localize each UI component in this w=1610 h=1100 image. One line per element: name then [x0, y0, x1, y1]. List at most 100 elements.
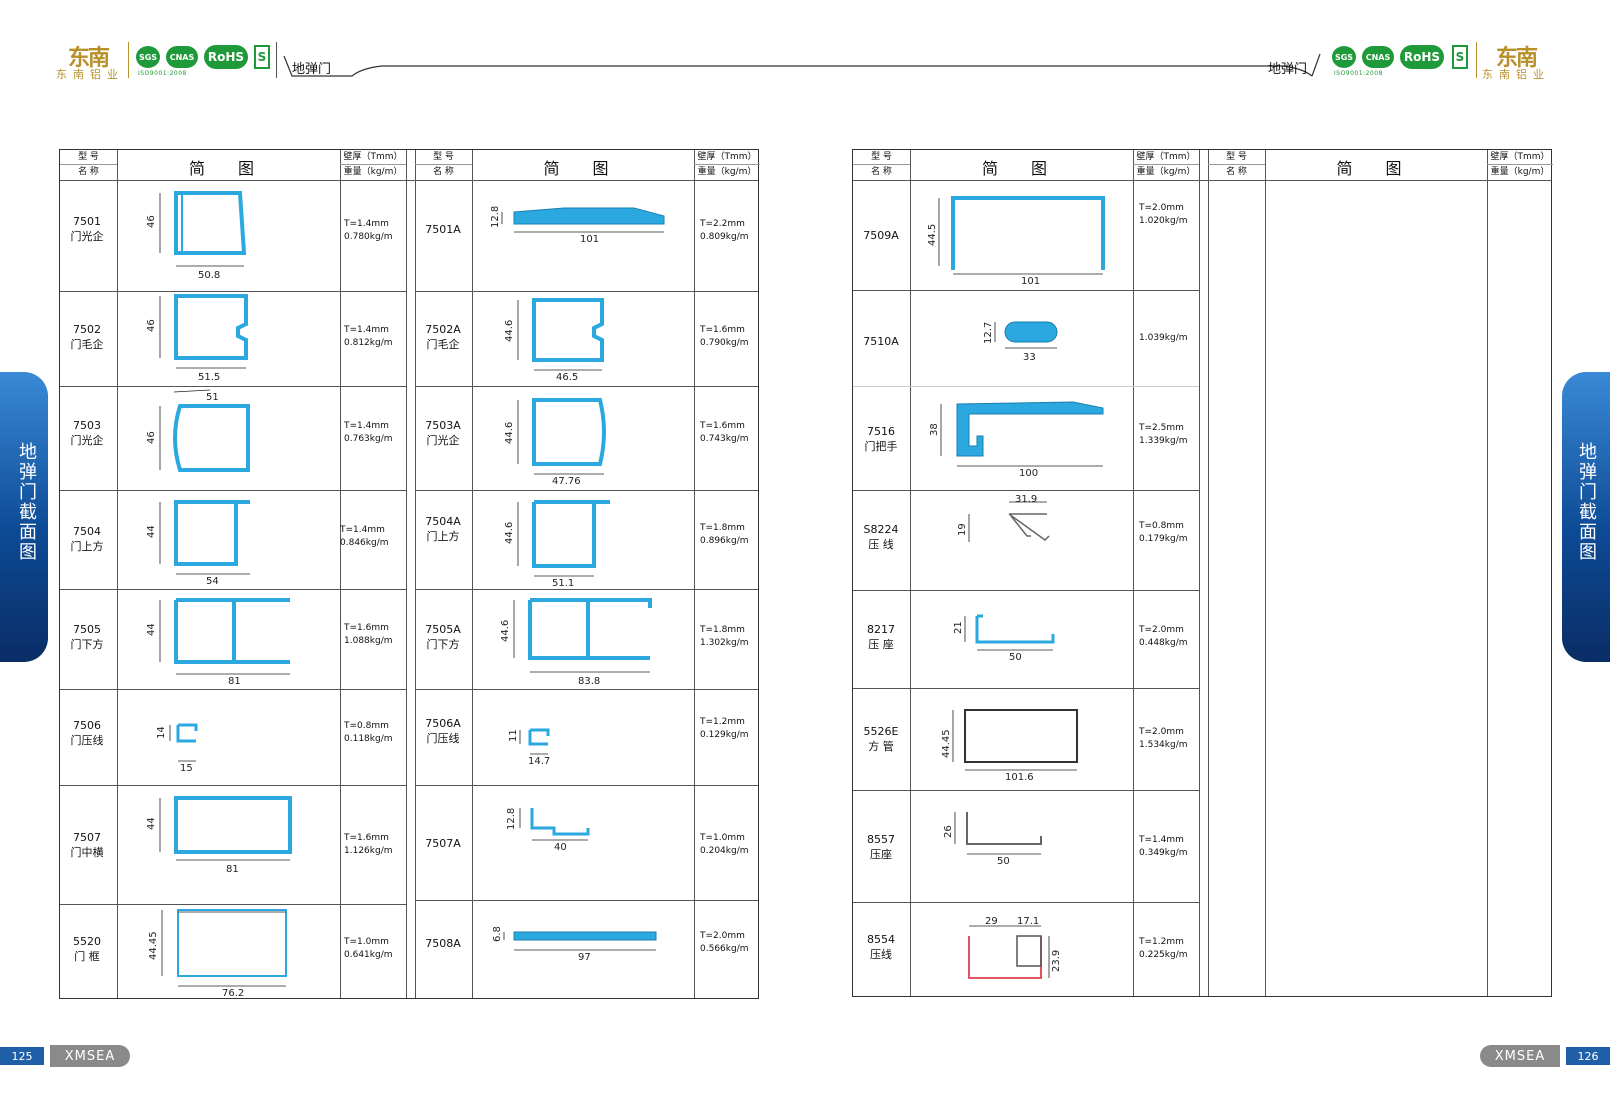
- profile-model: 7508A: [425, 937, 461, 950]
- header-swoosh-end: [1311, 53, 1321, 77]
- company-name: 东南铝业: [56, 68, 124, 81]
- svg-text:6.8: 6.8: [492, 926, 503, 942]
- svg-text:51.5: 51.5: [198, 372, 220, 383]
- svg-text:101: 101: [1021, 276, 1040, 287]
- side-tab-label: 地弹门截面图: [16, 442, 37, 562]
- profile-model: 7510A: [863, 335, 899, 348]
- header-divider: [276, 42, 277, 78]
- profile-model: 7509A: [863, 229, 899, 242]
- header-diagram: 简 图: [1336, 159, 1416, 178]
- svg-text:50.8: 50.8: [198, 270, 220, 281]
- profile-model: 7501A: [425, 223, 461, 236]
- profile-diagram-8217: 21 50: [953, 614, 1055, 663]
- svg-text:44.45: 44.45: [148, 931, 159, 960]
- header-thickness: 壁厚（Tmm）: [1136, 152, 1196, 162]
- side-tab-left: 地弹门截面图: [0, 372, 48, 662]
- svg-text:12.8: 12.8: [490, 206, 501, 228]
- svg-text:12.8: 12.8: [506, 808, 517, 830]
- profile-model: 7507A: [425, 837, 461, 850]
- header-thickness: 壁厚（Tmm）: [697, 152, 757, 162]
- profile-diagram-7506A: 11 14.7: [508, 728, 550, 767]
- header-weight: 重量（kg/m）: [1136, 167, 1196, 177]
- profile-diagram-7501: 46 50.8: [146, 191, 247, 281]
- footer-brand-left: XMSEA: [50, 1045, 130, 1067]
- svg-text:46.5: 46.5: [556, 372, 578, 383]
- svg-text:44.5: 44.5: [927, 224, 938, 246]
- profile-diagram-7503A: 44.6 47.76: [504, 398, 606, 487]
- company-logo: 东南: [68, 45, 110, 71]
- svg-text:51.1: 51.1: [552, 578, 574, 588]
- svg-text:23.9: 23.9: [1051, 950, 1062, 972]
- cnas-cert-icon: CNAS: [166, 46, 198, 68]
- profile-table-right: 型 号 名 称 简 图 壁厚（Tmm） 重量（kg/m） 型 号 名 称 简 图…: [852, 149, 1553, 997]
- profile-diagram-8554: 29 17.1 23.9: [968, 916, 1062, 979]
- profile-diagram-7507: 44 81: [146, 796, 292, 875]
- profile-diagram-S8224: 31.9 19: [957, 494, 1050, 542]
- logo-divider: [128, 42, 129, 78]
- footer-brand-right: XMSEA: [1480, 1045, 1560, 1067]
- header-right: 地弹门 SGS CNAS ISO9001:2008 RoHS S 东南 东南铝业: [1260, 38, 1560, 84]
- svg-text:44: 44: [146, 525, 157, 538]
- profile-diagram-7504A: 44.6 51.1: [504, 500, 610, 588]
- iso-label: ISO9001:2008: [1334, 70, 1383, 77]
- svg-text:97: 97: [578, 952, 591, 963]
- profile-diagram-7506: 14 15: [156, 723, 198, 774]
- svg-text:81: 81: [226, 864, 239, 875]
- profile-diagram-7505: 44 81: [146, 598, 290, 687]
- svg-text:50: 50: [1009, 652, 1022, 663]
- svg-text:19: 19: [957, 523, 968, 536]
- header-model: 型 号: [433, 152, 454, 162]
- profile-spec: 1.039kg/m: [1139, 333, 1188, 343]
- svg-text:44.6: 44.6: [504, 522, 515, 544]
- svg-text:14.7: 14.7: [528, 756, 550, 767]
- svg-text:46: 46: [146, 319, 157, 332]
- header-name: 名 称: [78, 167, 99, 177]
- section-title: 地弹门: [292, 62, 332, 77]
- sgs-cert-icon: SGS: [136, 46, 160, 68]
- iso-label: ISO9001:2008: [138, 70, 187, 77]
- header-name: 名 称: [1226, 167, 1247, 177]
- svg-text:44.45: 44.45: [941, 729, 952, 758]
- svg-text:76.2: 76.2: [222, 988, 244, 998]
- profile-diagram-7508A: 6.8 97: [492, 926, 657, 963]
- header-left: 东南 东南铝业 SGS CNAS ISO9001:2008 RoHS S 地弹门: [56, 38, 1313, 84]
- svg-text:26: 26: [943, 825, 954, 838]
- header-model: 型 号: [1226, 152, 1247, 162]
- svg-text:12.7: 12.7: [983, 322, 994, 344]
- svg-text:38: 38: [929, 423, 940, 436]
- svg-text:21: 21: [953, 621, 964, 634]
- cnas-cert-icon: CNAS: [1362, 46, 1394, 68]
- quality-s-icon: S: [254, 45, 270, 69]
- header-diagram: 简 图: [543, 159, 623, 178]
- svg-text:101.6: 101.6: [1005, 772, 1034, 783]
- logo-divider: [1476, 42, 1477, 78]
- svg-text:81: 81: [228, 676, 241, 687]
- profile-diagram-7502A: 44.6 46.5: [504, 298, 604, 383]
- page-number-right: 126: [1566, 1047, 1610, 1065]
- header-swoosh-line: [283, 55, 1313, 77]
- profile-diagram-8557: 26 50: [943, 812, 1042, 867]
- svg-text:46: 46: [146, 431, 157, 444]
- svg-text:51: 51: [206, 392, 219, 403]
- svg-text:83.8: 83.8: [578, 676, 600, 687]
- company-name: 东南铝业: [1482, 68, 1550, 81]
- profile-diagram-5526E: 44.45 101.6: [941, 709, 1078, 783]
- profile-table-left: 型 号 名 称 简 图 壁厚（Tmm） 重量（kg/m） 型 号 名 称 简 图…: [59, 149, 760, 999]
